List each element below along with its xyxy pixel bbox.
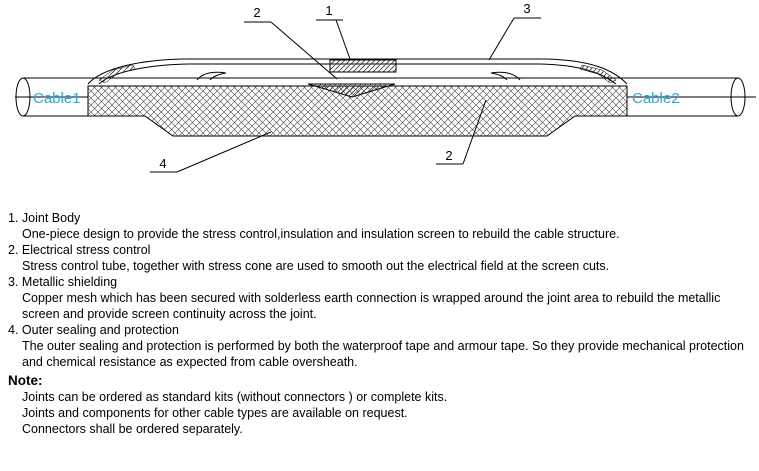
stress-cone <box>307 83 396 98</box>
legend: 1. Joint Body One-piece design to provid… <box>0 200 759 437</box>
legend-item-2-title: 2. Electrical stress control <box>8 242 745 258</box>
legend-item-4-title: 4. Outer sealing and protection <box>8 322 745 338</box>
cable-joint-diagram: 2 1 3 2 4 Cable1 Cable2 <box>15 1 756 173</box>
note-label: Note: <box>8 373 43 388</box>
legend-item-3-number: 3. <box>8 275 19 289</box>
note-line-1: Joints can be ordered as standard kits (… <box>22 390 448 404</box>
joint-body-hatched <box>87 85 628 137</box>
note-line-2: Joints and components for other cable ty… <box>22 406 408 420</box>
legend-item-4-title-text: Outer sealing and protection <box>21 323 179 337</box>
legend-item-2: 2. Electrical stress control Stress cont… <box>8 242 745 274</box>
screen-connector-clips <box>196 71 521 81</box>
callout-2-top: 2 <box>253 5 260 20</box>
legend-item-2-number: 2. <box>8 243 19 257</box>
legend-item-1: 1. Joint Body One-piece design to provid… <box>8 210 745 242</box>
outer-sleeve <box>87 58 628 85</box>
legend-item-3-title-text: Metallic shielding <box>21 275 118 289</box>
callout-3: 3 <box>523 1 530 16</box>
callout-1: 1 <box>325 3 332 18</box>
note-line-3: Connectors shall be ordered separately. <box>22 422 243 436</box>
legend-item-3: 3. Metallic shielding Copper mesh which … <box>8 274 745 322</box>
legend-item-4: 4. Outer sealing and protection The oute… <box>8 322 745 370</box>
legend-item-4-body: The outer sealing and protection is perf… <box>22 339 744 369</box>
legend-item-1-title-text: Joint Body <box>21 211 81 225</box>
shield-mesh-block <box>329 59 397 73</box>
legend-item-3-body: Copper mesh which has been secured with … <box>22 291 721 321</box>
cable1-label: Cable1 <box>33 90 81 107</box>
callout-leader-lines <box>150 17 541 173</box>
legend-item-4-number: 4. <box>8 323 19 337</box>
legend-item-2-title-text: Electrical stress control <box>21 243 151 257</box>
legend-item-2-body: Stress control tube, together with stres… <box>22 259 610 273</box>
callout-4: 4 <box>159 156 166 171</box>
callout-2-bottom: 2 <box>445 148 452 163</box>
cable2-label: Cable2 <box>632 90 680 107</box>
legend-item-3-title: 3. Metallic shielding <box>8 274 745 290</box>
legend-item-1-title: 1. Joint Body <box>8 210 745 226</box>
legend-item-1-body: One-piece design to provide the stress c… <box>22 227 620 241</box>
legend-item-1-number: 1. <box>8 211 19 225</box>
